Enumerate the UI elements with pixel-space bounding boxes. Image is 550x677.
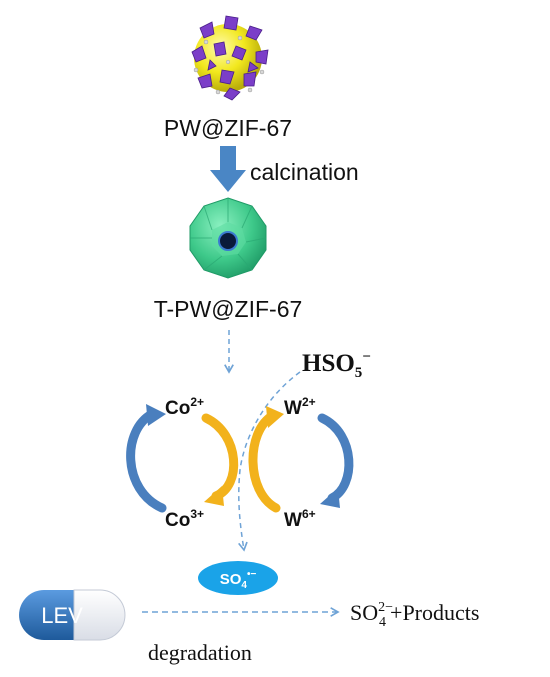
cobalt-oxidation-arrowhead xyxy=(146,404,166,426)
tungsten-redox-cycle: W2+ W6+ xyxy=(248,395,354,531)
cobalt-upper-label: Co2+ xyxy=(165,395,204,419)
oxidant-activation-arrow xyxy=(238,371,301,552)
cobalt-lower-label: Co3+ xyxy=(165,507,204,531)
tungsten-oxidation-arc xyxy=(317,413,354,503)
pollutant-label: LEV xyxy=(41,603,83,628)
cobalt-reduction-arc xyxy=(201,413,239,501)
tungsten-oxidation-arrowhead xyxy=(320,488,340,508)
precursor-label: PW@ZIF-67 xyxy=(164,115,292,141)
cobalt-redox-cycle: Co2+ Co3+ xyxy=(126,395,239,531)
cobalt-oxidation-arc xyxy=(126,409,167,513)
calcined-crystal-icon xyxy=(189,197,267,279)
zif-precursor-icon xyxy=(191,15,269,101)
calcination-arrow xyxy=(210,146,246,192)
catalyst-label: T-PW@ZIF-67 xyxy=(154,296,303,322)
lev-capsule-icon: LEV xyxy=(19,589,126,641)
oxidant-label: HSO5− xyxy=(302,349,371,381)
sulfate-radical-badge: SO4•− xyxy=(198,561,278,595)
tungsten-lower-label: W6+ xyxy=(284,507,316,531)
tungsten-upper-label: W2+ xyxy=(284,395,316,419)
process-label: degradation xyxy=(148,640,252,665)
tungsten-reduction-arc xyxy=(248,411,281,513)
step-label: calcination xyxy=(250,159,359,185)
products-label: SO2−4+Products xyxy=(350,600,479,630)
radical-label: SO4•− xyxy=(220,569,257,591)
tungsten-reduction-arrowhead xyxy=(266,406,284,428)
cobalt-reduction-arrowhead xyxy=(204,486,224,506)
